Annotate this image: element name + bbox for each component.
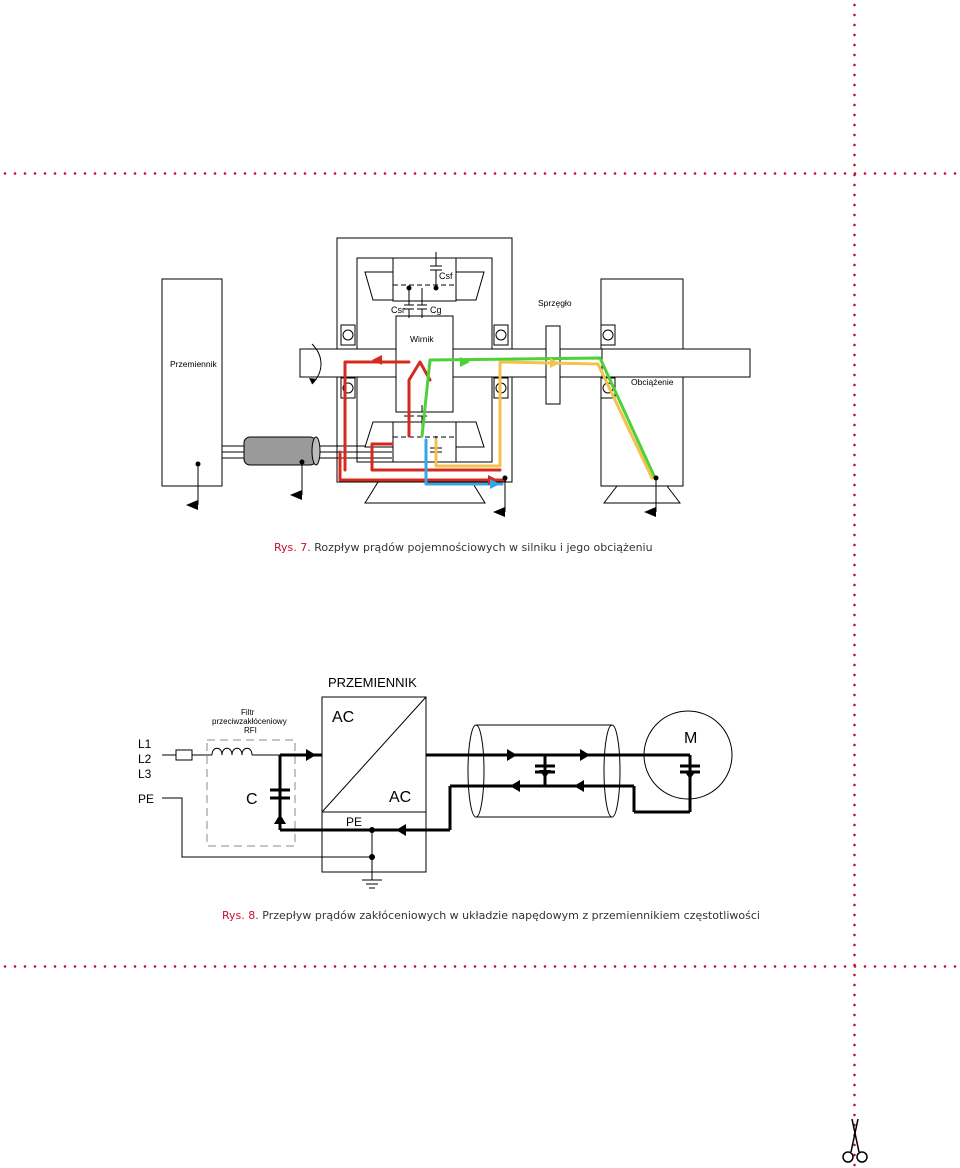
label-przemiennik: PRZEMIENNIK	[328, 675, 417, 690]
label-cg: Cg	[430, 305, 442, 315]
label-motor-m: M	[684, 730, 697, 747]
figure1-caption: Rys. 7. Rozpływ prądów pojemnościowych w…	[274, 541, 653, 554]
label-l1: L1	[138, 737, 152, 751]
motor	[643, 710, 733, 800]
current-path-blue	[424, 438, 504, 486]
figure1-caption-number: Rys. 7.	[274, 541, 311, 554]
label-filter-2: przeciwzakłóceniowy	[212, 717, 287, 726]
label-csr: Csr	[391, 305, 405, 315]
current-path-red	[338, 360, 507, 482]
label-csf: Csf	[439, 271, 453, 281]
inverter-block	[161, 278, 223, 487]
cut-line-vertical	[853, 0, 856, 1168]
scissors-icon	[842, 1118, 868, 1163]
figure1-caption-text: Rozpływ prądów pojemnościowych w silniku…	[314, 541, 653, 554]
current-path-green	[420, 356, 657, 480]
rotor	[395, 315, 454, 413]
label-ac-in: AC	[332, 709, 354, 726]
label-filter-3: RFI	[244, 726, 257, 735]
motor-capacitive-current-diagram: Przemiennik Wirnik Sprzęgło Obciążenie C…	[161, 237, 751, 517]
figure2-caption-text: Przepływ prądów zakłóceniowych w układzi…	[262, 909, 760, 922]
cut-line-bottom	[0, 965, 960, 968]
label-ac-out: AC	[389, 789, 411, 806]
figure2-caption: Rys. 8. Przepływ prądów zakłóceniowych w…	[222, 909, 760, 922]
rfi-filter-box	[206, 739, 296, 847]
label-l3: L3	[138, 767, 152, 781]
inverter-box	[321, 696, 427, 873]
label-pe-left: PE	[138, 792, 154, 806]
label-load: Obciążenie	[631, 377, 674, 387]
label-filter-1: Filtr	[241, 708, 255, 717]
emi-current-diagram: PRZEMIENNIK Filtr przeciwzakłóceniowy RF…	[138, 675, 733, 889]
label-rotor: Wirnik	[410, 334, 434, 344]
label-pe-box: PE	[346, 815, 362, 829]
label-coupling: Sprzęgło	[538, 298, 572, 308]
cut-line-top	[0, 172, 960, 175]
label-capacitor-c: C	[246, 791, 258, 808]
figure2-caption-number: Rys. 8.	[222, 909, 259, 922]
label-l2: L2	[138, 752, 152, 766]
current-path-yellow	[434, 360, 654, 480]
label-inverter: Przemiennik	[170, 359, 218, 369]
